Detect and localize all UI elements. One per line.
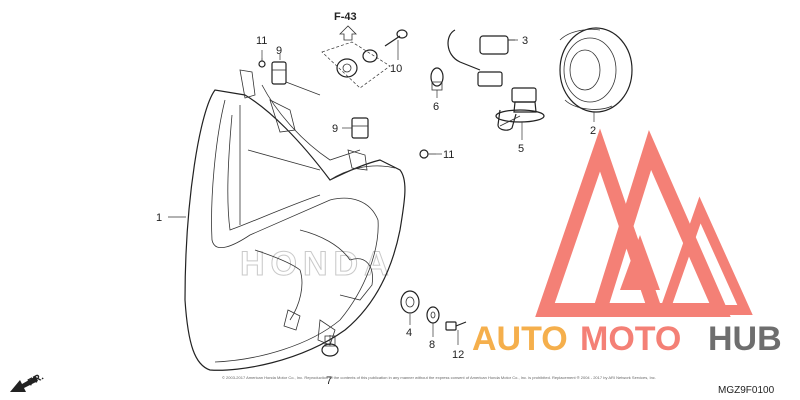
callout-11b: 11	[443, 149, 454, 161]
reference-label: F-43	[334, 11, 357, 23]
callout-6: 6	[433, 101, 439, 113]
leader-lines	[168, 39, 595, 345]
clip-upper	[271, 61, 287, 85]
bolt	[445, 321, 467, 331]
watermark-text-hub: HUB	[708, 320, 782, 358]
headlight-bulb	[495, 87, 545, 131]
callout-5: 5	[518, 143, 524, 155]
callout-7: 7	[326, 375, 332, 387]
honda-watermark: HONDA	[240, 245, 395, 283]
copyright-text: © 2003-2017 American Honda Motor Co., In…	[222, 375, 656, 380]
front-direction-label: FR.	[26, 371, 46, 388]
watermark-text-moto: MOTO	[580, 320, 681, 358]
diagram-code: MGZ9F0100	[718, 385, 775, 396]
callout-12: 12	[452, 349, 464, 361]
screw-right	[419, 149, 436, 159]
position-bulb	[430, 67, 444, 91]
watermark-logo: AUTO MOTO HUB	[472, 128, 782, 358]
callout-10: 10	[390, 63, 402, 75]
screw-upper	[258, 58, 266, 68]
callout-2: 2	[590, 125, 596, 137]
callout-9a: 9	[276, 45, 282, 57]
washer	[426, 306, 440, 324]
watermark-text-auto: AUTO	[472, 320, 568, 358]
up-arrow-icon	[339, 25, 357, 41]
callout-8: 8	[429, 339, 435, 351]
callout-11a: 11	[256, 35, 267, 47]
f43-reference-group	[321, 25, 408, 89]
callout-4: 4	[406, 327, 412, 339]
grommet	[400, 290, 420, 314]
callout-1: 1	[156, 212, 162, 224]
callout-3: 3	[522, 35, 528, 47]
clip-middle	[351, 117, 369, 139]
callout-9b: 9	[332, 123, 338, 135]
triangle-logo-icon	[535, 128, 753, 317]
front-direction-arrow-icon	[10, 376, 38, 392]
headlight-assembly	[184, 69, 406, 371]
bulb-socket-harness	[447, 29, 515, 87]
socket-cover	[559, 27, 633, 113]
